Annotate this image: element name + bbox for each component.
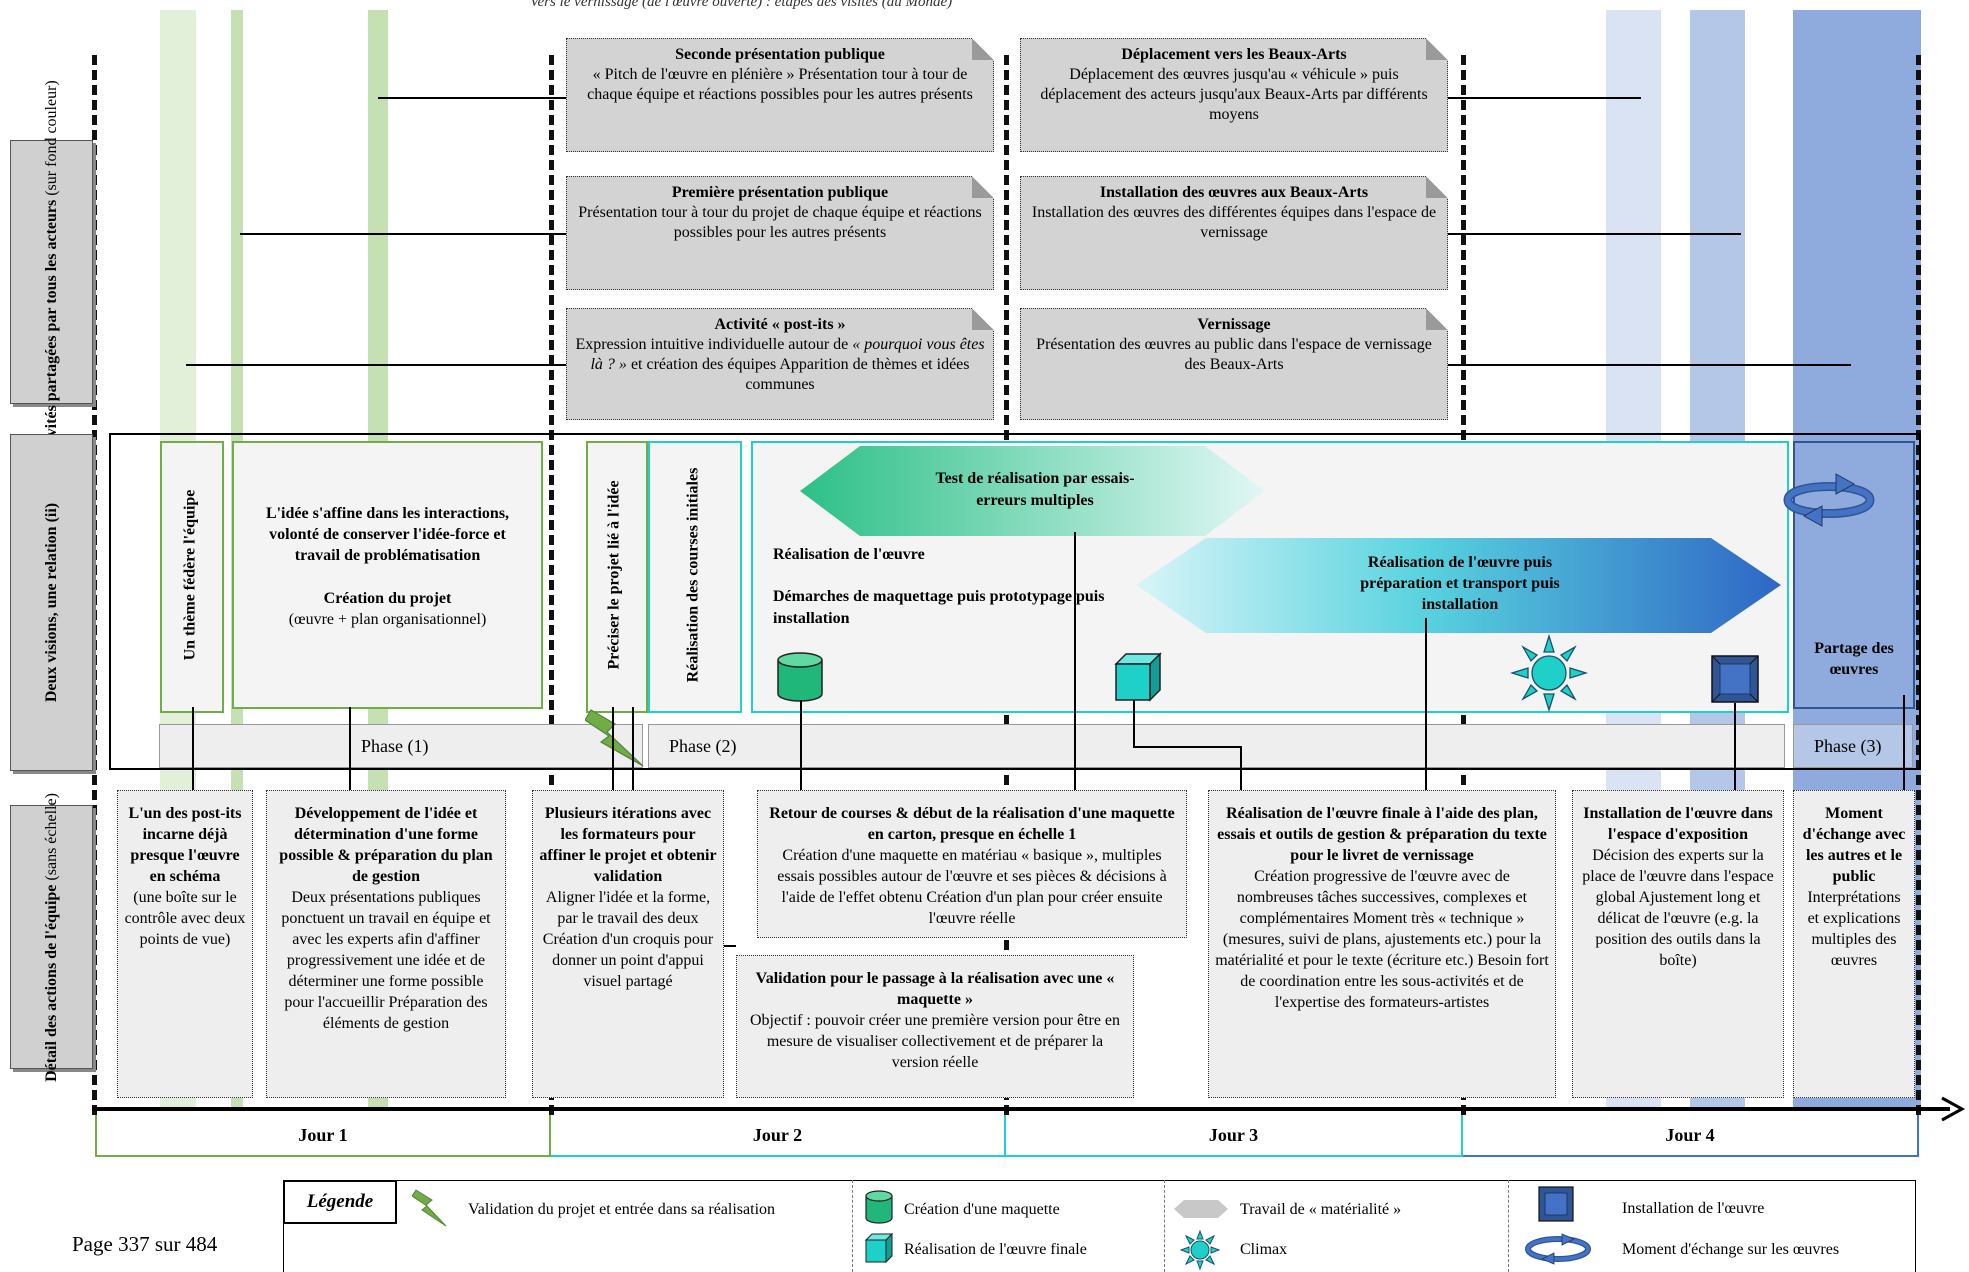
precise-box <box>586 441 648 713</box>
day-4: Jour 4 <box>1463 1115 1919 1157</box>
cylinder-icon <box>865 1190 893 1224</box>
day-3: Jour 3 <box>1006 1115 1463 1157</box>
team-action-installation: Installation de l'œuvre dans l'espace d'… <box>1572 790 1784 1098</box>
connector-line <box>1903 695 1905 793</box>
team-action-maquette: Retour de courses & début de la réalisat… <box>757 790 1187 938</box>
connector-line <box>1074 532 1076 793</box>
connector-line <box>1425 618 1427 793</box>
top-caption: Vers le vernissage (de l'œuvre ouverte) … <box>530 0 953 10</box>
side-label-team-detail: Détail des actions de l'équipe (sans éch… <box>10 793 93 1081</box>
legend-divider <box>1164 1180 1165 1272</box>
cycle-arrows-icon <box>1783 473 1875 527</box>
idea-title: L'idée s'affine dans les interactions, v… <box>265 505 510 564</box>
theme-label: Un thème fédère l'équipe <box>181 489 199 661</box>
day-2: Jour 2 <box>551 1115 1006 1157</box>
test-arrow-label: Test de réalisation par essais-erreurs m… <box>935 470 1135 509</box>
connector-line <box>1133 746 1241 748</box>
courses-label: Réalisation des courses initiales <box>684 467 702 683</box>
page-footer: Page 337 sur 484 <box>72 1232 218 1256</box>
day-separator <box>92 55 97 1115</box>
final-arrow-label: Réalisation de l'œuvre puis préparation … <box>1360 554 1560 613</box>
visions-frame <box>109 433 1921 770</box>
connector-line <box>1240 746 1242 793</box>
connector-line <box>1734 703 1736 793</box>
precise-label: Préciser le projet lié à l'idée <box>606 480 624 670</box>
connector-line <box>1425 364 1851 366</box>
connector-line <box>349 707 351 793</box>
legend <box>283 1180 1916 1272</box>
lightning-icon <box>412 1189 447 1227</box>
activity-second-presentation: Seconde présentation publique« Pitch de … <box>566 38 994 152</box>
idea-box: L'idée s'affine dans les interactions, v… <box>232 441 543 709</box>
double-arrow-icon <box>1174 1200 1228 1218</box>
legend-divider <box>1508 1180 1509 1272</box>
cube-icon <box>864 1232 894 1264</box>
lightning-icon <box>585 709 644 767</box>
connector-line <box>1425 97 1641 99</box>
team-action-postits: L'un des post-its incarne déjà presque l… <box>117 790 253 1098</box>
legend-label: Moment d'échange sur les œuvres <box>1622 1241 1840 1258</box>
connector-line <box>192 707 194 793</box>
day-separator <box>1916 55 1921 1115</box>
team-action-exchange: Moment d'échange avec les autres et le p… <box>1793 790 1915 1098</box>
square-box-icon <box>1711 655 1759 703</box>
legend-label: Réalisation de l'œuvre finale <box>904 1241 1087 1258</box>
team-action-final: Réalisation de l'œuvre finale à l'aide d… <box>1208 790 1556 1098</box>
connector-line <box>800 700 802 793</box>
phase-3: Phase (3) <box>1793 724 1913 768</box>
legend-label: Création d'une maquette <box>904 1201 1060 1218</box>
final-arrow <box>1136 538 1781 633</box>
legend-title: Légende <box>283 1180 397 1224</box>
day-separator <box>549 55 554 1115</box>
theme-box <box>160 441 224 713</box>
test-arrow-shape <box>800 446 1265 536</box>
project-title: Création du projet <box>323 590 452 607</box>
cycle-arrows-icon <box>1525 1233 1591 1265</box>
test-arrow <box>800 446 1265 536</box>
connector-line <box>378 97 568 99</box>
final-arrow-shape <box>1136 538 1781 633</box>
team-action-validation: Validation pour le passage à la réalisat… <box>736 955 1134 1098</box>
side-label-two-visions: Deux visions, une relation (ii) <box>10 434 93 771</box>
cylinder-icon <box>777 652 823 702</box>
realisation-label: Réalisation de l'œuvre <box>773 546 925 563</box>
sun-icon <box>1180 1230 1220 1270</box>
sun-icon <box>1510 634 1588 712</box>
phase-1: Phase (1) <box>159 724 643 768</box>
cube-icon <box>1114 652 1162 702</box>
connector-line <box>240 233 568 235</box>
phase-2: Phase (2) <box>648 724 1785 768</box>
square-box-icon <box>1538 1186 1574 1222</box>
connector-line <box>1133 700 1135 748</box>
connector-line <box>186 364 568 366</box>
connector-line <box>612 707 614 793</box>
side-label-shared-activities: Activités partagées par tous les acteurs… <box>10 80 93 464</box>
day-1: Jour 1 <box>95 1115 551 1157</box>
activity-post-its: Activité « post-its »Expression intuitiv… <box>566 308 994 420</box>
team-action-development: Développement de l'idée et détermination… <box>266 790 506 1098</box>
timeline-arrowhead <box>1941 1096 1966 1122</box>
legend-label: Climax <box>1240 1241 1288 1258</box>
demarches-label: Démarches de maquettage puis prototypage… <box>773 588 1105 627</box>
timeline-axis <box>92 1107 1950 1111</box>
legend-label: Validation du projet et entrée dans sa r… <box>468 1201 776 1218</box>
partage-label: Partage des œuvres <box>1814 640 1894 678</box>
project-subtitle: (œuvre + plan organisationnel) <box>288 611 487 628</box>
legend-label: Installation de l'œuvre <box>1622 1200 1765 1217</box>
legend-label: Travail de « matérialité » <box>1240 1201 1402 1218</box>
team-action-iterations: Plusieurs itérations avec les formateurs… <box>532 790 724 1098</box>
legend-divider <box>852 1180 853 1272</box>
connector-line <box>1425 233 1741 235</box>
courses-box <box>648 441 742 713</box>
